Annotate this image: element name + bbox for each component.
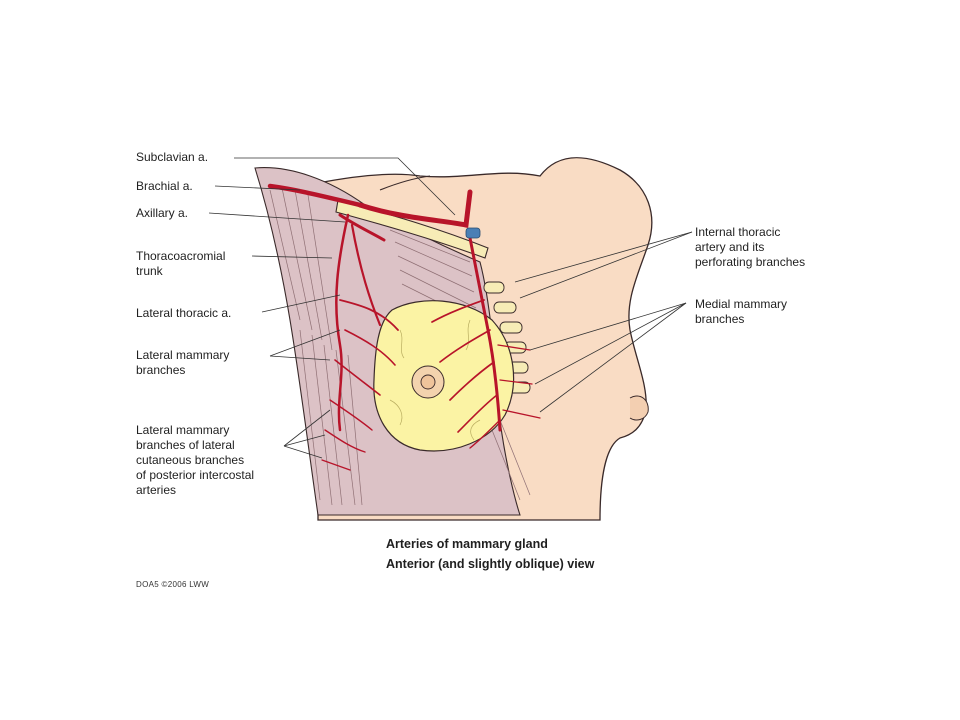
leader-lines xyxy=(208,157,693,459)
gland-lobules xyxy=(389,319,481,441)
muscle-fibres xyxy=(269,187,531,506)
caption-title: Arteries of mammary gland xyxy=(386,537,548,551)
internal-thoracic-artery xyxy=(468,236,502,432)
label-lateral-thoracic-artery: Lateral thoracic a. xyxy=(136,306,232,320)
caption-subtitle: Anterior (and slightly oblique) view xyxy=(386,557,595,571)
mammary-gland xyxy=(373,300,515,452)
vein-stump xyxy=(465,227,481,239)
label-subclavian-artery: Subclavian a. xyxy=(136,150,209,164)
subclavian-artery xyxy=(357,189,473,228)
label-internal-thoracic-artery: Internal thoracic artery and its perfora… xyxy=(695,225,806,269)
axillary-artery xyxy=(267,183,363,208)
thoracoacromial-trunk xyxy=(338,213,386,242)
lateral-mammary-branch xyxy=(339,299,399,331)
medial-mammary-branch xyxy=(497,344,531,351)
label-brachial-artery: Brachial a. xyxy=(136,179,193,193)
label-lateral-mammary-branches: Lateral mammary branches xyxy=(136,348,230,377)
lateral-thoracic-artery xyxy=(335,213,350,432)
label-medial-mammary-branches: Medial mammary branches xyxy=(695,297,788,326)
gland-nipple xyxy=(420,374,436,390)
label-lateral-mammary-cutaneous-branches: Lateral mammary branches of lateral cuta… xyxy=(136,423,255,497)
arteries xyxy=(267,183,541,471)
right-nipple xyxy=(629,395,649,421)
shoulder-contour xyxy=(379,175,431,191)
label-thoracoacromial-trunk: Thoracoacromial trunk xyxy=(136,249,226,278)
copyright-credit: DOA5 ©2006 LWW xyxy=(136,580,210,589)
label-axillary-artery: Axillary a. xyxy=(136,206,189,220)
perforating-branch xyxy=(431,299,485,323)
